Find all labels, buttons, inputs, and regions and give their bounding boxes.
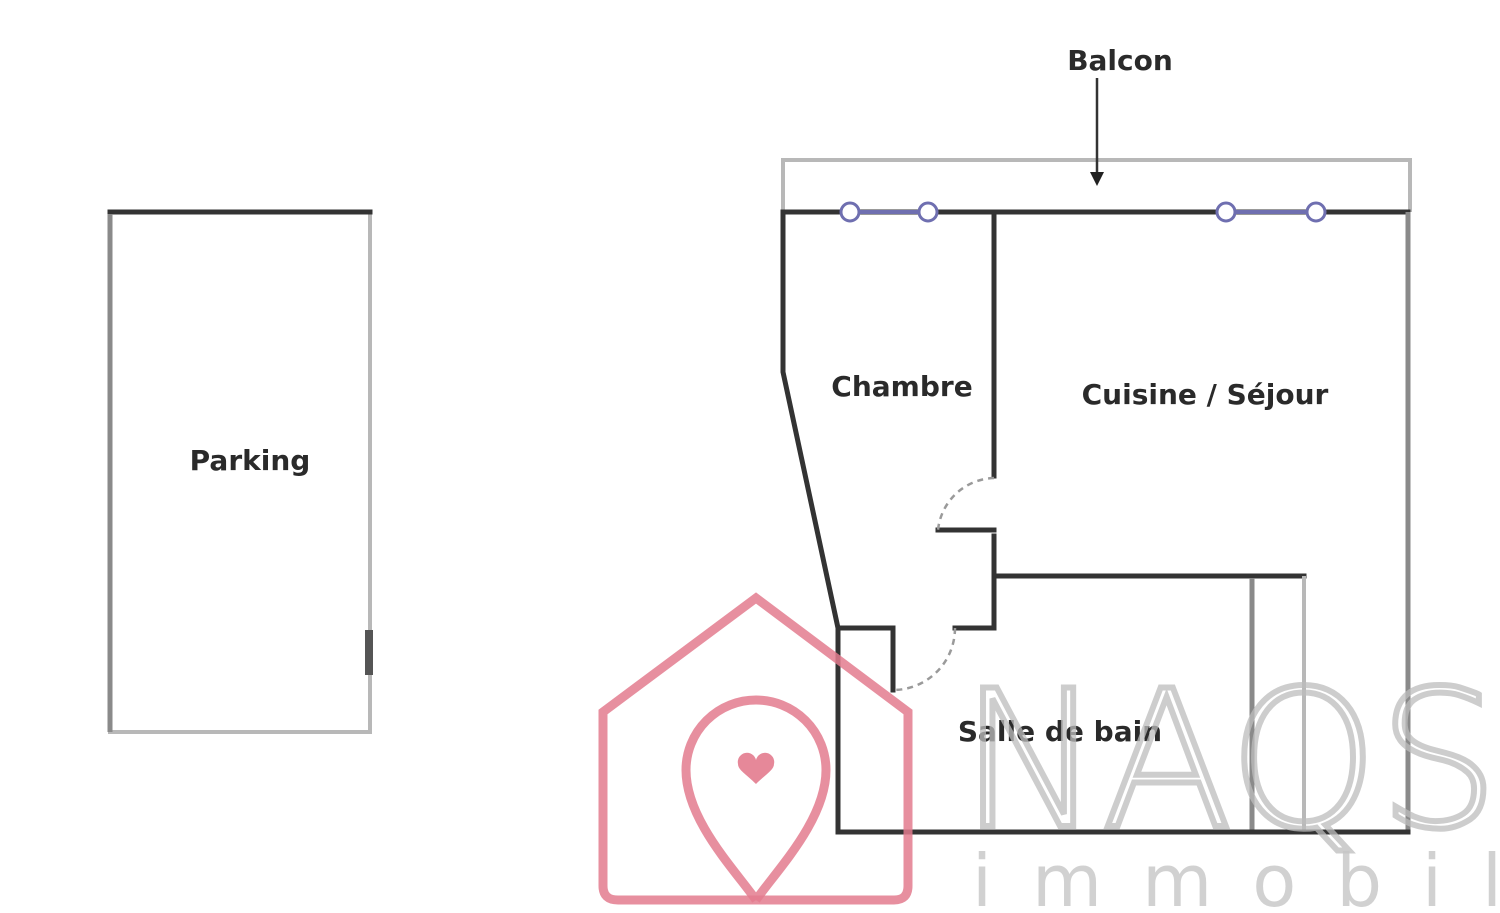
parking-label: Parking	[190, 444, 311, 477]
parking-area: Parking	[107, 209, 373, 734]
cuisine-sejour-label: Cuisine / Séjour	[1082, 378, 1329, 411]
heart-icon	[737, 752, 775, 784]
arrow-down-icon	[1090, 172, 1104, 186]
door-salle-de-bain	[892, 627, 957, 692]
house-pin-heart-icon	[598, 592, 913, 905]
parking-door-mark	[365, 630, 373, 675]
salle-de-bain-label: Salle de bain	[958, 715, 1162, 748]
watermark-subtitle: immobilier	[972, 839, 1500, 913]
balcony-area: Balcon	[781, 44, 1412, 212]
window-chambre	[839, 201, 939, 223]
balcony-label: Balcon	[1067, 44, 1173, 77]
chambre-label: Chambre	[831, 370, 972, 403]
door-chambre	[936, 476, 995, 531]
watermark-brand: NAQS	[960, 650, 1499, 871]
window-sejour	[1215, 201, 1327, 223]
